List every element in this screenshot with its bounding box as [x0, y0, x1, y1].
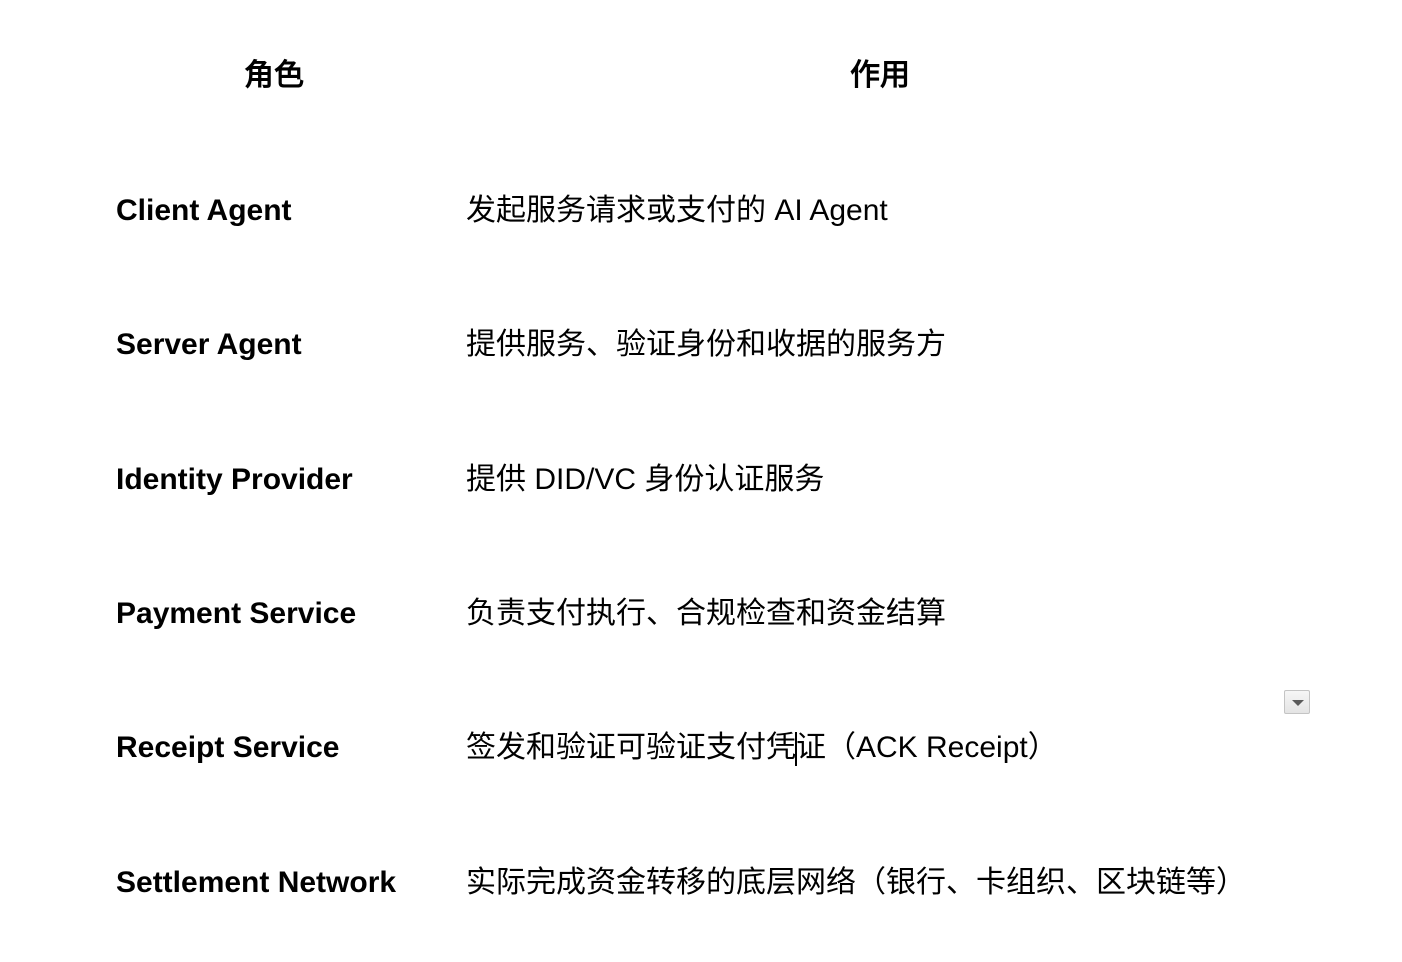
header-role: 角色	[244, 59, 304, 92]
table-header-row: 角色 作用	[0, 56, 1402, 96]
text-cursor	[795, 732, 797, 767]
description-text-after-cursor: 证（ACK Receipt）	[796, 731, 1058, 764]
table-row: Payment Service 负责支付执行、合规检查和资金结算	[0, 592, 1402, 636]
description-cell[interactable]: 实际完成资金转移的底层网络（银行、卡组织、区块链等）	[466, 866, 1246, 899]
table-row: Server Agent 提供服务、验证身份和收据的服务方	[0, 323, 1402, 367]
description-cell[interactable]: 负责支付执行、合规检查和资金结算	[466, 597, 946, 630]
description-text-before-cursor: 签发和验证可验证支付凭	[466, 731, 796, 764]
table-row: Receipt Service 签发和验证可验证支付凭证（ACK Receipt…	[0, 726, 1402, 770]
role-cell[interactable]: Settlement Network	[116, 866, 397, 899]
header-purpose: 作用	[850, 59, 910, 92]
description-cell[interactable]: 签发和验证可验证支付凭证（ACK Receipt）	[466, 726, 1058, 770]
table-row: Identity Provider 提供 DID/VC 身份认证服务	[0, 458, 1402, 502]
role-cell[interactable]: Identity Provider	[116, 463, 353, 496]
role-cell[interactable]: Client Agent	[116, 194, 292, 227]
table-row: Settlement Network 实际完成资金转移的底层网络（银行、卡组织、…	[0, 861, 1402, 905]
role-cell[interactable]: Server Agent	[116, 328, 302, 361]
chevron-down-icon	[1292, 700, 1304, 706]
cell-dropdown-button[interactable]	[1284, 690, 1310, 714]
table-row: Client Agent 发起服务请求或支付的 AI Agent	[0, 189, 1402, 233]
description-cell[interactable]: 发起服务请求或支付的 AI Agent	[466, 194, 888, 227]
description-cell[interactable]: 提供 DID/VC 身份认证服务	[466, 463, 825, 496]
role-cell[interactable]: Receipt Service	[116, 731, 340, 764]
description-cell[interactable]: 提供服务、验证身份和收据的服务方	[466, 328, 946, 361]
role-cell[interactable]: Payment Service	[116, 597, 357, 630]
